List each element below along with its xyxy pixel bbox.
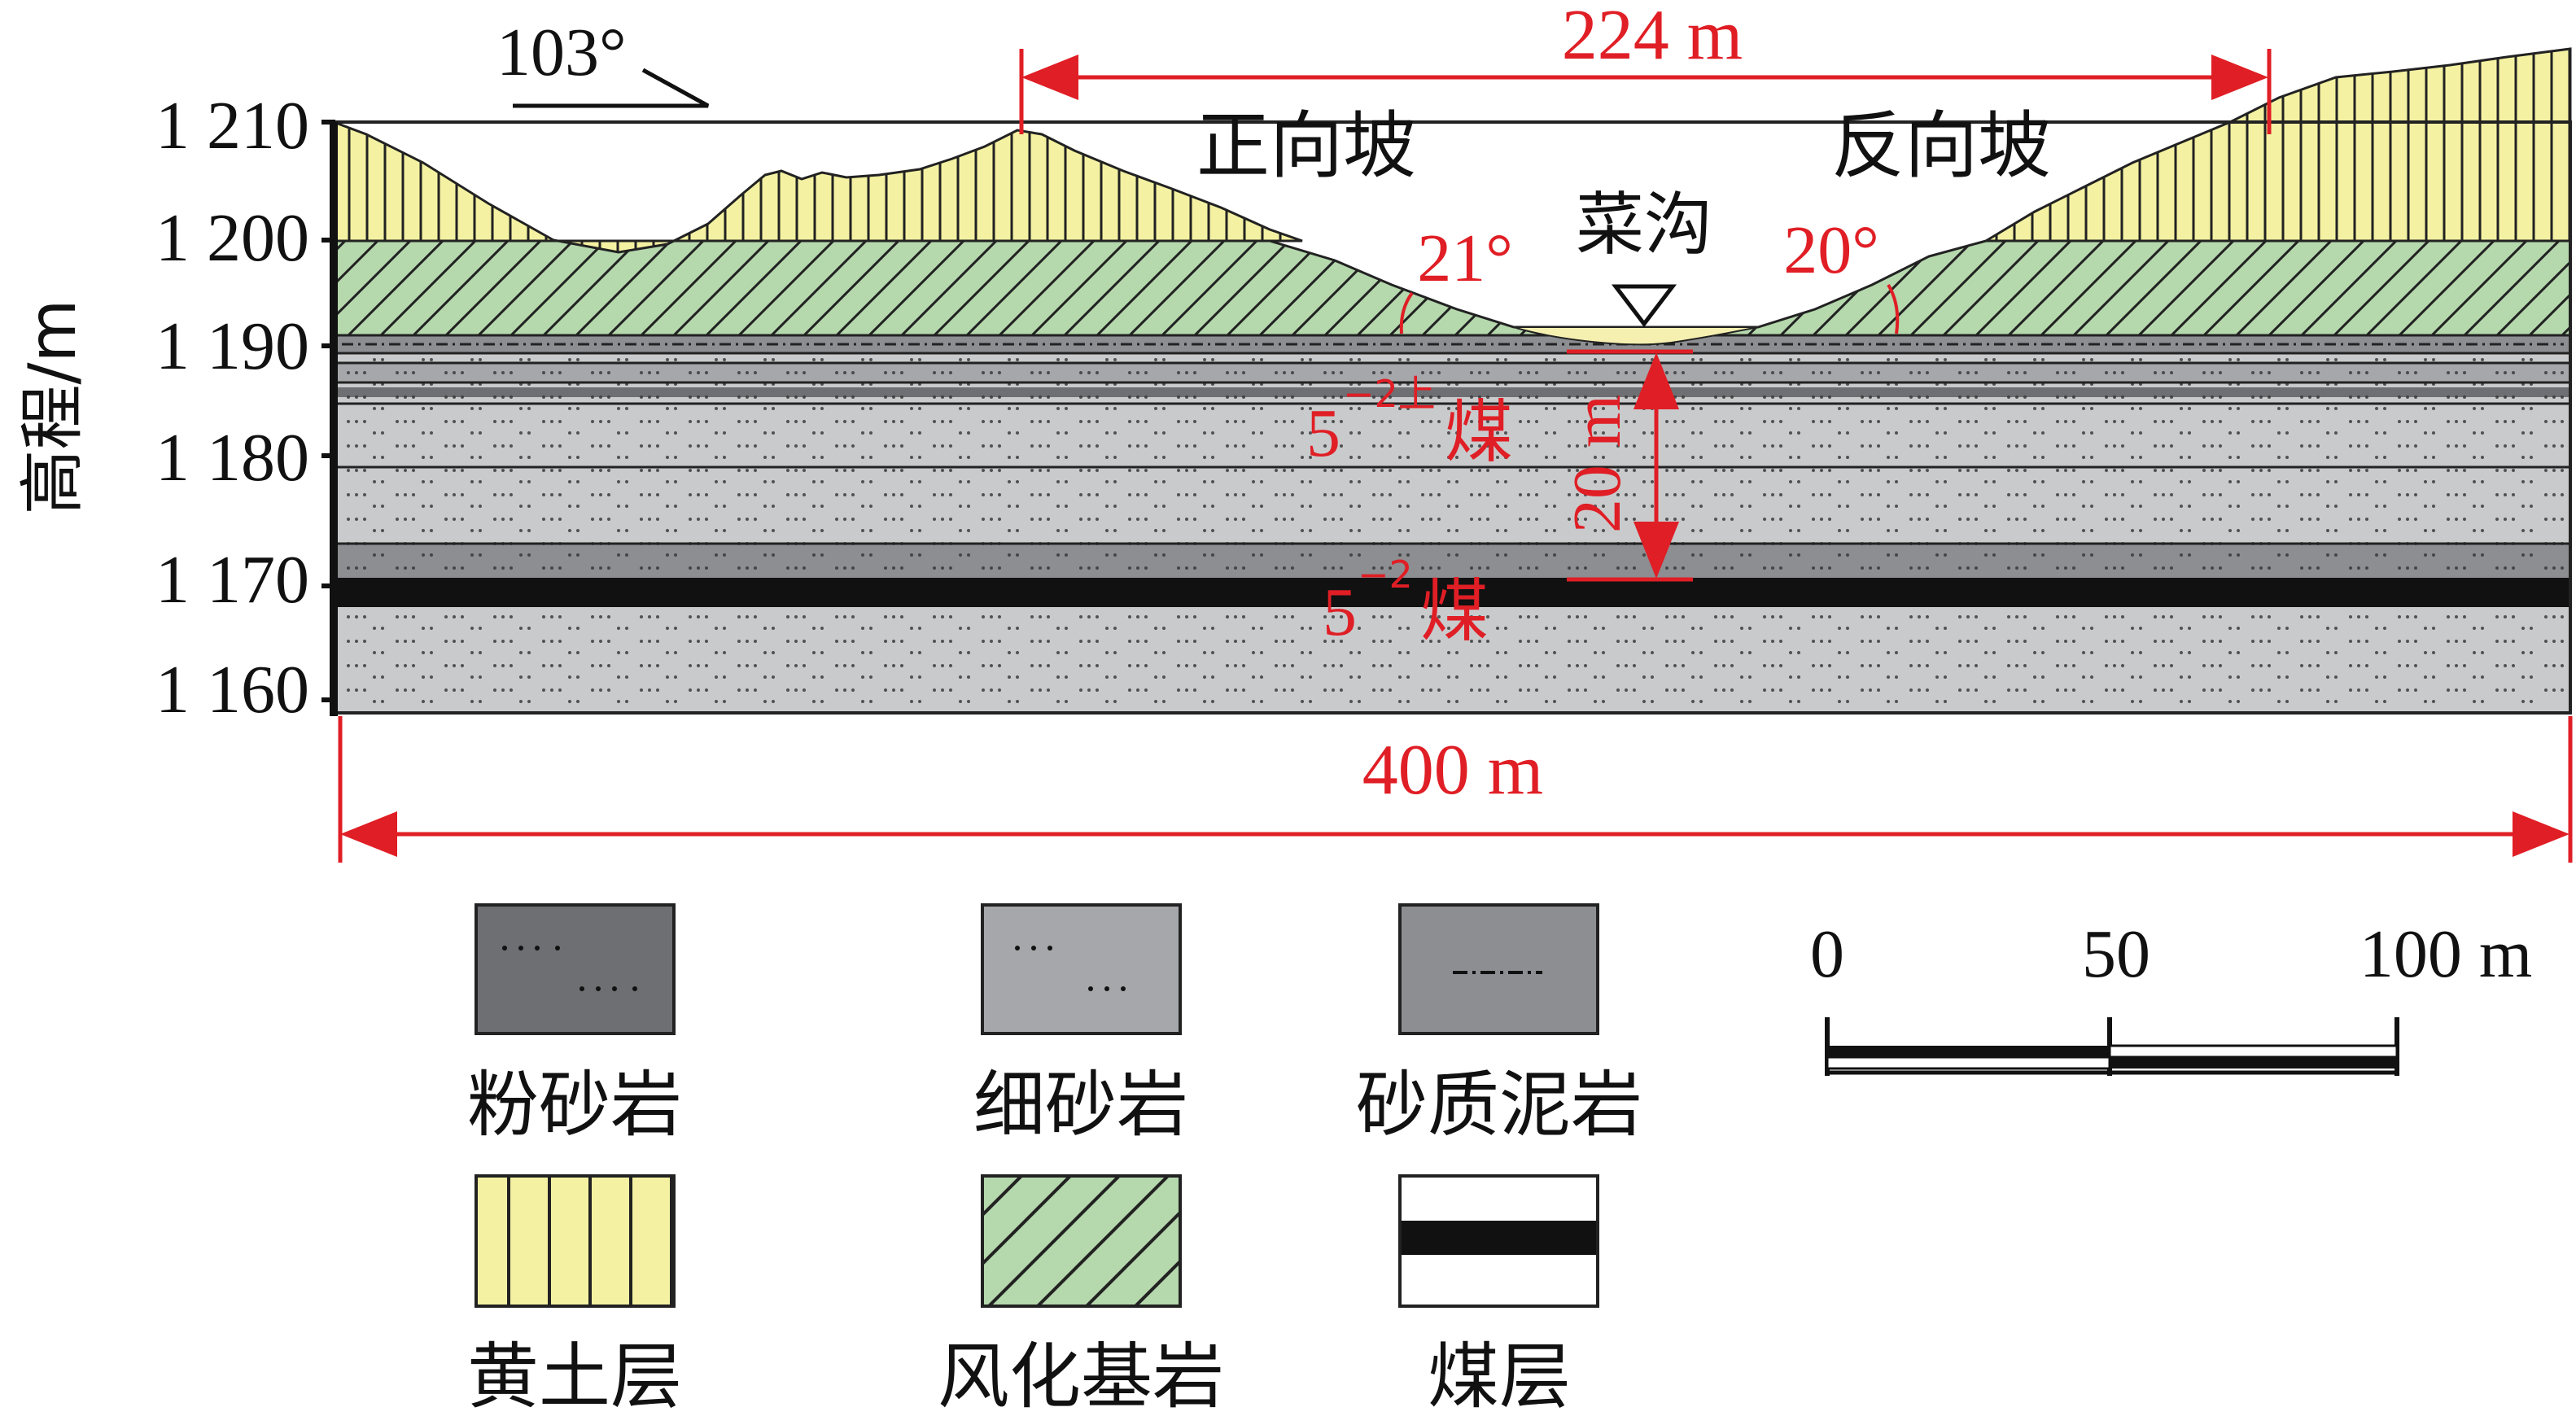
axis-ylabel: 高程/m bbox=[15, 299, 90, 515]
legend-label-siltstone: 粉砂岩 bbox=[467, 1063, 682, 1147]
elevation-axis: 1 210 1 200 1 190 1 180 1 170 1 160 高程/m bbox=[15, 88, 335, 728]
scale-seg-black-top bbox=[1827, 1046, 2110, 1057]
coal-seam-lower-sup: −2 bbox=[1358, 553, 1413, 597]
legend-coal-band bbox=[1402, 1221, 1596, 1255]
scale-label-50: 50 bbox=[2082, 916, 2150, 992]
legend-item-siltstone: 粉砂岩 bbox=[467, 903, 682, 1147]
axis-tick-label: 1 190 bbox=[155, 308, 309, 384]
legend-swatch-siltstone bbox=[475, 903, 676, 1035]
forward-slope-angle: 21° bbox=[1417, 221, 1513, 296]
axis-tick-label: 1 210 bbox=[155, 88, 309, 164]
coal-seam-5-2 bbox=[334, 578, 2570, 607]
legend-item-loess: 黄土层 bbox=[467, 1174, 682, 1416]
legend-swatch-sandy-mudstone bbox=[1398, 903, 1599, 1035]
bedrock-strata bbox=[334, 334, 2570, 713]
dimension-top: 224 m bbox=[1019, 0, 2272, 134]
forward-slope-angle-arc bbox=[1399, 291, 1414, 334]
axis-tick-label: 1 170 bbox=[155, 542, 309, 618]
forward-slope-label: 正向坡 bbox=[1196, 103, 1416, 189]
valley-fill bbox=[1513, 326, 1759, 346]
coal-seam-upper-label: 5 −2上 煤 bbox=[1306, 372, 1513, 472]
reverse-slope-angle: 20° bbox=[1783, 212, 1879, 288]
legend-item-weathered-bedrock: 风化基岩 bbox=[938, 1174, 1224, 1416]
coal-seam-lower-base: 5 bbox=[1323, 575, 1357, 650]
coal-seam-upper-sup: −2上 bbox=[1343, 372, 1436, 416]
coal-seam-upper-suffix: 煤 bbox=[1445, 392, 1513, 472]
legend-label-weathered-bedrock: 风化基岩 bbox=[938, 1335, 1224, 1416]
valley-label: 菜沟 bbox=[1576, 185, 1712, 264]
axis-tick-label: 1 180 bbox=[155, 420, 309, 496]
legend-swatch-weathered-bedrock bbox=[981, 1174, 1182, 1308]
loess-layer-right bbox=[1981, 47, 2572, 243]
reverse-slope-label: 反向坡 bbox=[1831, 103, 2051, 189]
legend-item-coal-seam: 煤层 bbox=[1398, 1174, 1599, 1416]
scale-seg-white-bottom bbox=[1826, 1055, 2111, 1070]
legend-label-coal-seam: 煤层 bbox=[1428, 1335, 1571, 1416]
legend-item-fine-sandstone: 细砂岩 bbox=[973, 903, 1188, 1147]
dimension-bottom-label: 400 m bbox=[1362, 731, 1543, 810]
loess-layer bbox=[332, 120, 1303, 254]
scale-bar: 0 50 100 m bbox=[1810, 916, 2532, 1076]
scale-seg-black-bottom bbox=[2110, 1057, 2397, 1069]
legend-item-sandy-mudstone: 砂质泥岩 bbox=[1356, 903, 1642, 1147]
reverse-slope-angle-arc bbox=[1887, 283, 1900, 334]
dimension-top-label: 224 m bbox=[1562, 0, 1743, 75]
coal-seam-lower-suffix: 煤 bbox=[1420, 571, 1489, 651]
legend: 粉砂岩 细砂岩 砂质泥岩 黄土层 风化基岩 煤层 bbox=[467, 903, 1642, 1416]
legend-label-sandy-mudstone: 砂质泥岩 bbox=[1356, 1063, 1642, 1147]
dimension-vertical-label: 20 m bbox=[1559, 395, 1635, 533]
legend-label-loess: 黄土层 bbox=[467, 1335, 682, 1416]
orientation-indicator: 103° bbox=[496, 15, 710, 108]
dimension-bottom: 400 m bbox=[338, 716, 2573, 863]
dimension-vertical: 20 m bbox=[1559, 349, 1693, 582]
coal-seam-upper-base: 5 bbox=[1306, 396, 1340, 471]
coal-seam-lower-label: 5 −2 煤 bbox=[1323, 553, 1489, 651]
scale-label-100: 100 m bbox=[2360, 916, 2532, 992]
axis-tick-label: 1 160 bbox=[155, 652, 309, 728]
scale-label-0: 0 bbox=[1810, 916, 1844, 992]
legend-swatch-loess bbox=[475, 1174, 676, 1308]
legend-swatch-fine-sandstone bbox=[981, 903, 1182, 1035]
orientation-label: 103° bbox=[496, 15, 627, 90]
dot-texture bbox=[334, 353, 2570, 578]
scale-seg-white-top bbox=[2108, 1044, 2399, 1059]
axis-ticks bbox=[321, 120, 335, 702]
dot-texture-lower bbox=[334, 609, 2570, 713]
valley-marker-icon bbox=[1611, 284, 1677, 328]
orientation-arrow-icon bbox=[513, 68, 710, 108]
legend-label-fine-sandstone: 细砂岩 bbox=[973, 1063, 1188, 1147]
axis-tick-label: 1 200 bbox=[155, 200, 309, 276]
